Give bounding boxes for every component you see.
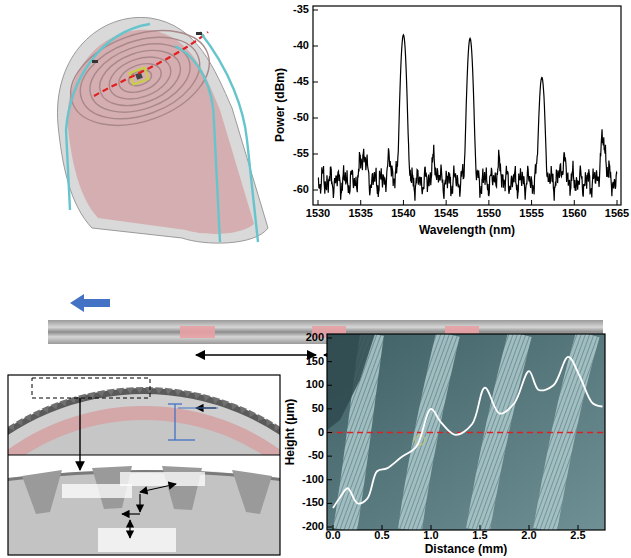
height-profile (333, 357, 603, 508)
groove-tooth (24, 414, 31, 422)
tick-label: 1.0 (423, 529, 438, 542)
groove-tooth (222, 399, 230, 406)
tick-label: -35 (293, 3, 309, 16)
tick-label: 100 (306, 379, 324, 392)
tick-label: 1545 (434, 207, 458, 220)
tick-label: 0.0 (325, 529, 340, 542)
axis-title: Wavelength (nm) (419, 223, 515, 237)
groove-tooth (155, 387, 163, 394)
groove-tooth (145, 387, 153, 394)
groove-tooth (33, 409, 40, 417)
groove-tooth (8, 423, 14, 431)
groove-tooth (231, 402, 238, 409)
groove-tooth (16, 418, 23, 426)
tick-label: 1540 (391, 207, 415, 220)
micrograph (327, 334, 605, 530)
tick-label: -150 (302, 497, 324, 510)
tick-marks (327, 338, 578, 530)
tick-label: 1560 (562, 207, 586, 220)
tick-label: 2.0 (521, 529, 536, 542)
tick-label: 0.5 (374, 529, 389, 542)
groove-tooth (69, 396, 77, 403)
groove-tooth (275, 423, 280, 431)
tick-label: -50 (308, 450, 324, 463)
axis-title: Distance (mm) (425, 542, 508, 556)
groove-tooth (194, 392, 202, 399)
groove-tooth (240, 406, 247, 414)
groove-tooth (126, 387, 134, 394)
groove-tooth (116, 388, 124, 395)
tick-label: 200 (306, 331, 324, 344)
spectrum-curve (318, 35, 617, 201)
groove-tooth (78, 394, 86, 401)
tick-label: 1.5 (472, 529, 487, 542)
tick-label: -45 (293, 75, 309, 88)
plot-frame (313, 6, 621, 205)
groove-tooth (249, 410, 256, 418)
tick-label: -60 (293, 183, 309, 196)
groove-tooth (212, 396, 220, 403)
axis-title: Power (dBm) (273, 68, 287, 142)
groove-tooth (203, 394, 211, 401)
groove-tooth (107, 389, 115, 396)
groove-tooth (174, 389, 182, 396)
tick-label: 50 (312, 402, 324, 415)
tick-label: 1555 (519, 207, 543, 220)
tick-label: 2.5 (570, 529, 585, 542)
zero-line (327, 432, 605, 434)
tick-label: 1535 (348, 207, 372, 220)
groove-tooth (266, 419, 273, 427)
tick-label: 1530 (306, 207, 330, 220)
tick-label: -200 (302, 520, 324, 533)
groove-tooth (50, 402, 57, 409)
groove-tooth (258, 414, 265, 422)
tick-label: 0 (318, 426, 324, 439)
axis-title: Height (μm) (283, 399, 297, 466)
groove-tooth (165, 388, 173, 395)
groove-tooth (97, 390, 105, 397)
tick-label: 150 (306, 355, 324, 368)
tick-label: -40 (293, 39, 309, 52)
groove-tooth (136, 387, 144, 394)
groove-tooth (184, 390, 192, 397)
tick-label: -55 (293, 147, 309, 160)
tick-label: 1550 (477, 207, 501, 220)
plot-frame (327, 334, 605, 530)
tick-label: -100 (302, 473, 324, 486)
tick-label: 1565 (605, 207, 629, 220)
tick-marks (313, 10, 617, 205)
tick-label: -50 (293, 111, 309, 124)
groove-tooth (60, 399, 68, 406)
groove-tooth (41, 406, 48, 414)
fingertip-sensor (57, 13, 268, 243)
